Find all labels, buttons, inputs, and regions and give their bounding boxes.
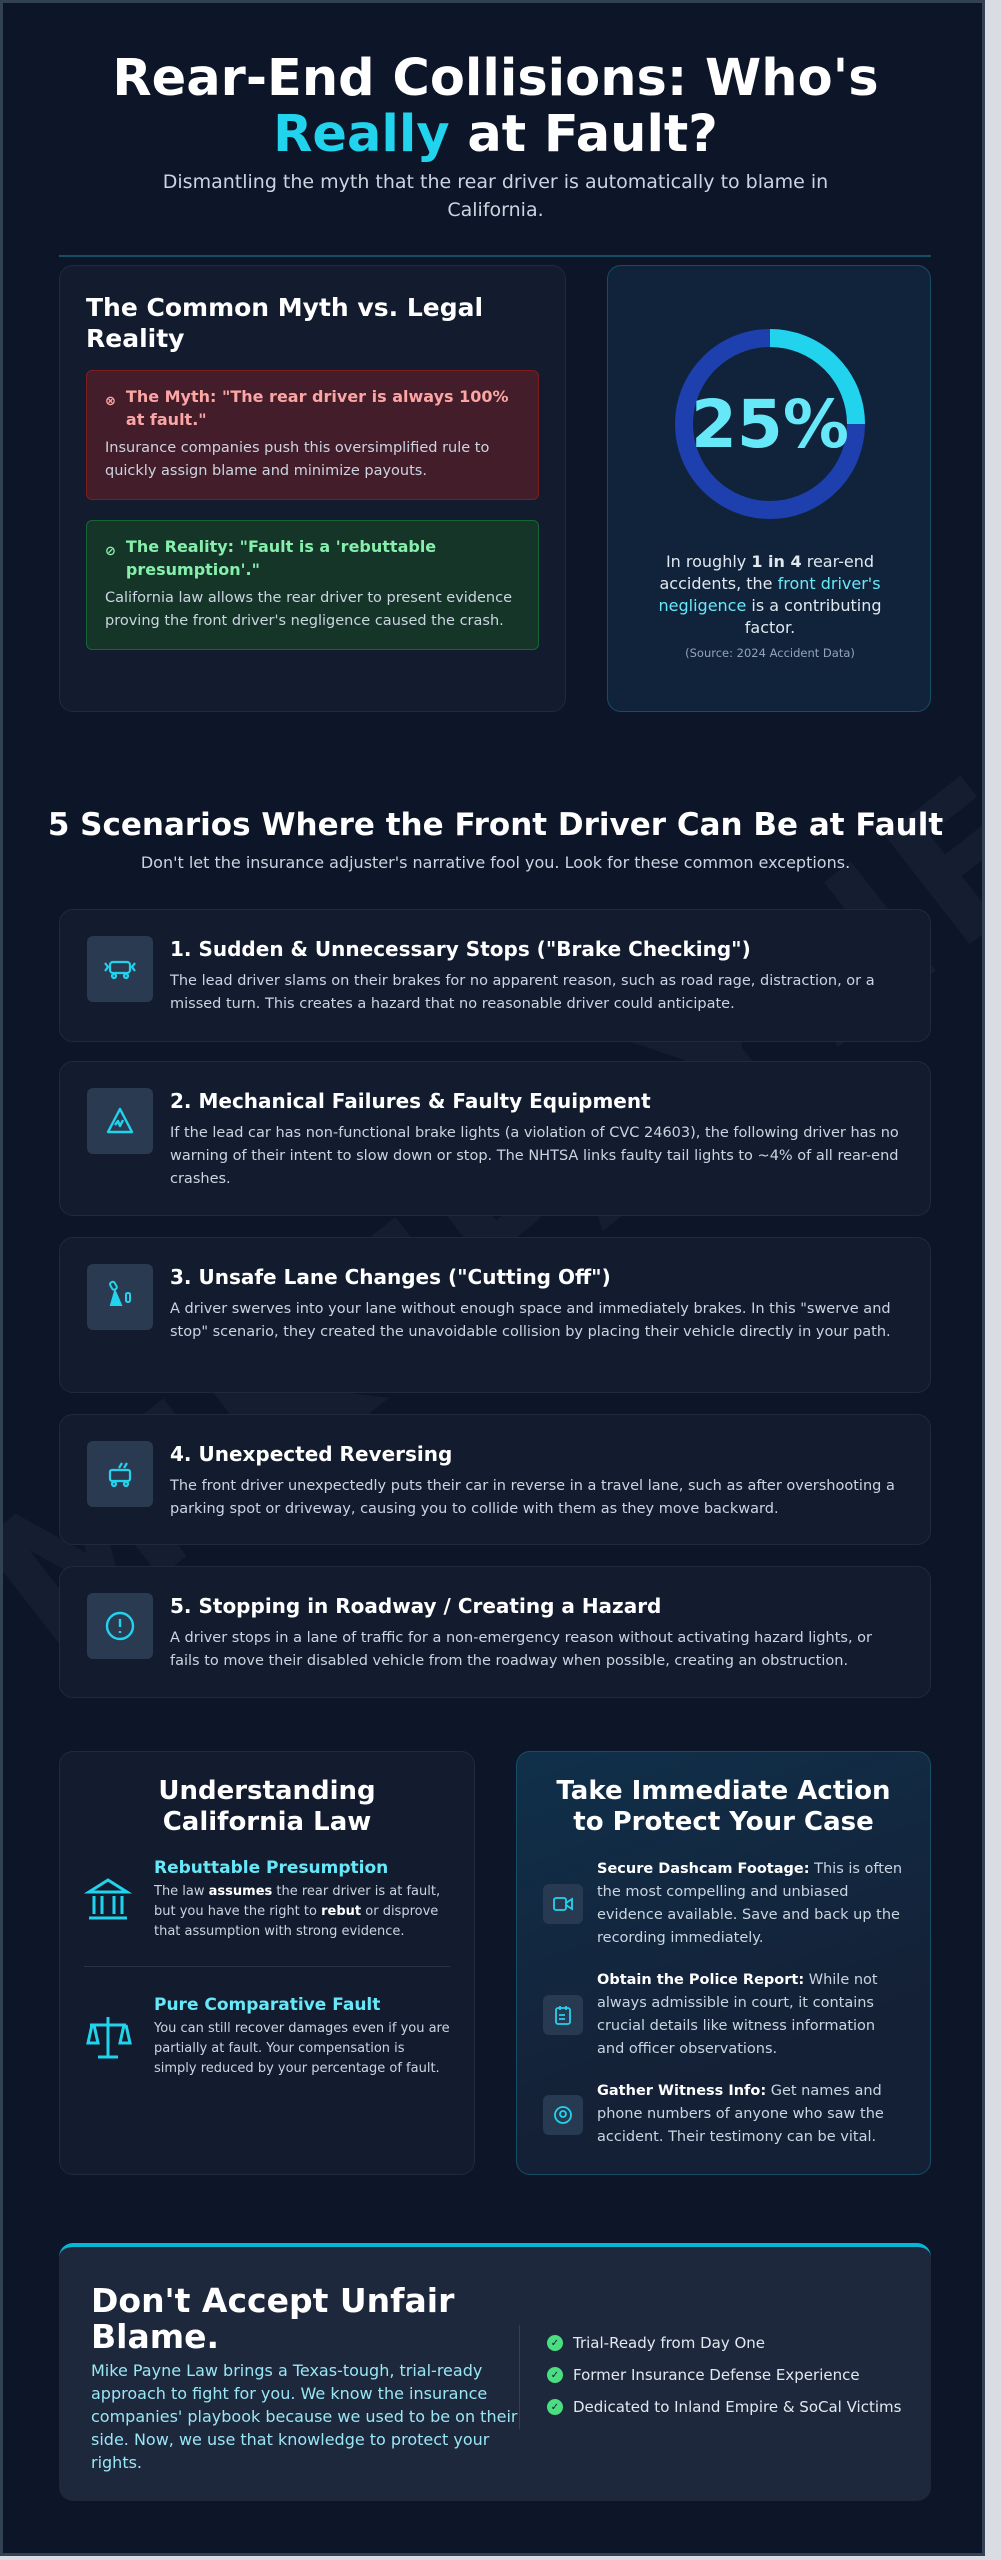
scenarios-subtitle: Don't let the insurance adjuster's narra… xyxy=(140,853,851,872)
action-item: Gather Witness Info: Get names and phone… xyxy=(543,2080,904,2149)
benefit-item: ✓Trial-Ready from Day One xyxy=(547,2334,901,2352)
benefit-item: ✓Dedicated to Inland Empire & SoCal Vict… xyxy=(547,2398,901,2416)
report-icon xyxy=(543,1995,583,2035)
cta-text: Mike Payne Law brings a Texas-tough, tri… xyxy=(91,2361,518,2472)
scenario-card: 1. Sudden & Unnecessary Stops ("Brake Ch… xyxy=(59,909,931,1042)
law-item-title: Rebuttable Presumption xyxy=(154,1858,389,1878)
scenario-title: 2. Mechanical Failures & Faulty Equipmen… xyxy=(170,1089,651,1113)
scenario-title: 1. Sudden & Unnecessary Stops ("Brake Ch… xyxy=(170,937,751,961)
scenario-title: 3. Unsafe Lane Changes ("Cutting Off") xyxy=(170,1265,611,1289)
video-camera-icon xyxy=(543,1884,583,1924)
check-circle-icon: ⊘ xyxy=(105,544,116,559)
witness-icon xyxy=(543,2094,583,2135)
benefit-list: ✓Trial-Ready from Day One ✓Former Insura… xyxy=(547,2334,901,2430)
stat-description: In roughly 1 in 4 rear-end accidents, th… xyxy=(658,552,882,637)
alert-circle-icon xyxy=(87,1593,153,1659)
myth-card-title: The Common Myth vs. Legal Reality xyxy=(86,293,484,353)
scenario-card: 5. Stopping in Roadway / Creating a Haza… xyxy=(59,1566,931,1698)
law-item-text: The law assumes the rear driver is at fa… xyxy=(154,1884,441,1939)
myth-vs-reality-card: The Common Myth vs. Legal Reality ⊗ The M… xyxy=(59,265,566,712)
california-law-card: Understanding California Law Rebuttable … xyxy=(59,1751,475,2175)
reality-box: ⊘ The Reality: "Fault is a 'rebuttable pr… xyxy=(86,520,539,650)
action-item: Obtain the Police Report: While not alwa… xyxy=(543,1969,904,2061)
reality-text: California law allows the rear driver to… xyxy=(105,590,513,629)
scenario-card: 4. Unexpected Reversing The front driver… xyxy=(59,1414,931,1545)
scenario-text: The front driver unexpectedly puts their… xyxy=(170,1478,895,1517)
myth-title: The Myth: "The rear driver is always 100… xyxy=(125,387,509,429)
check-icon: ✓ xyxy=(547,2367,563,2383)
lane-change-icon xyxy=(87,1264,153,1330)
stat-source: (Source: 2024 Accident Data) xyxy=(685,646,855,660)
scenario-text: A driver stops in a lane of traffic for … xyxy=(170,1630,873,1669)
cta-title: Don't Accept Unfair Blame. xyxy=(91,2281,455,2356)
scenarios-title: 5 Scenarios Where the Front Driver Can B… xyxy=(47,807,944,843)
law-item-text: You can still recover damages even if yo… xyxy=(154,2021,450,2076)
take-action-card: Take Immediate Action to Protect Your Ca… xyxy=(516,1751,931,2175)
law-item: Rebuttable Presumption The law assumes t… xyxy=(84,1858,450,1942)
myth-box: ⊗ The Myth: "The rear driver is always 10… xyxy=(86,370,539,500)
warning-triangle-icon xyxy=(87,1088,153,1154)
law-item: Pure Comparative Fault You can still rec… xyxy=(84,1995,450,2079)
page-subtitle: Dismantling the myth that the rear drive… xyxy=(162,171,829,221)
divider xyxy=(84,1966,450,1967)
scenario-card: 2. Mechanical Failures & Faulty Equipmen… xyxy=(59,1061,931,1216)
action-item: Secure Dashcam Footage: This is often th… xyxy=(543,1858,904,1950)
myth-text: Insurance companies push this oversimpli… xyxy=(105,440,490,479)
divider xyxy=(59,255,931,257)
law-title: Understanding California Law xyxy=(158,1776,376,1837)
donut-fill xyxy=(675,329,865,519)
scales-icon xyxy=(86,2017,132,2059)
stat-card: 25% In roughly 1 in 4 rear-end accidents… xyxy=(607,265,931,712)
scenario-text: If the lead car has non-functional brake… xyxy=(170,1125,899,1187)
scenario-title: 5. Stopping in Roadway / Creating a Haza… xyxy=(170,1594,662,1618)
reality-title: The Reality: "Fault is a 'rebuttable pre… xyxy=(125,537,437,579)
check-icon: ✓ xyxy=(547,2399,563,2415)
x-circle-icon: ⊗ xyxy=(105,394,116,409)
scenario-text: A driver swerves into your lane without … xyxy=(170,1301,891,1340)
scenario-card: 3. Unsafe Lane Changes ("Cutting Off") A… xyxy=(59,1237,931,1393)
law-item-title: Pure Comparative Fault xyxy=(154,1995,381,2015)
scenario-text: The lead driver slams on their brakes fo… xyxy=(170,973,875,1012)
stat-value: 25% xyxy=(691,386,849,463)
donut-chart: 25% xyxy=(670,324,870,524)
car-reverse-icon xyxy=(87,1441,153,1507)
action-title: Take Immediate Action to Protect Your Ca… xyxy=(556,1776,891,1837)
cta-card: Don't Accept Unfair Blame. Mike Payne La… xyxy=(59,2243,931,2501)
check-icon: ✓ xyxy=(547,2335,563,2351)
benefit-item: ✓Former Insurance Defense Experience xyxy=(547,2366,901,2384)
scenario-title: 4. Unexpected Reversing xyxy=(170,1442,453,1466)
divider xyxy=(519,2325,520,2429)
courthouse-icon xyxy=(84,1878,132,1920)
car-braking-icon xyxy=(87,936,153,1002)
